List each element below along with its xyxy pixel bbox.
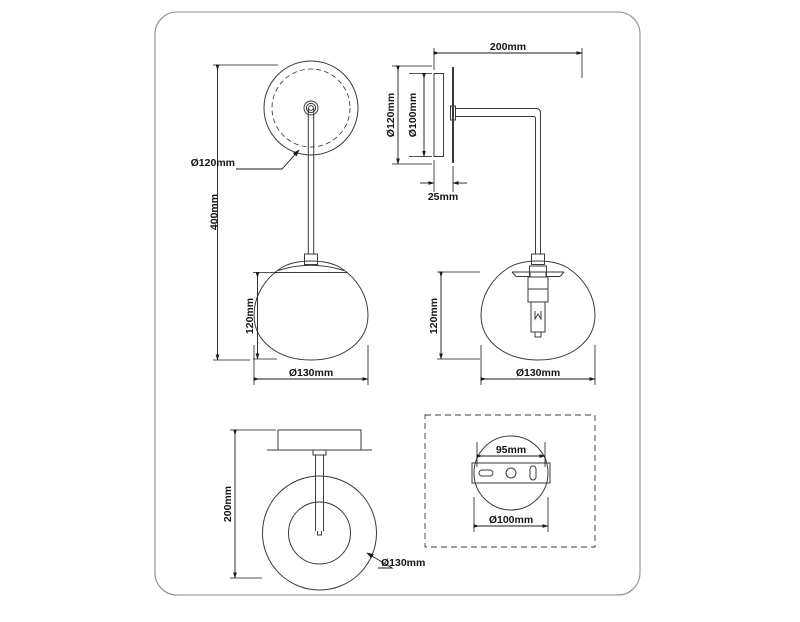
bracket-centre-hole: [505, 467, 517, 479]
dim-label-plate-depth: 25mm: [428, 191, 458, 203]
dim-label-plate-inner-dia: Ø100mm: [407, 93, 419, 137]
canopy-boss-outer: [303, 100, 319, 116]
leader-line-canopy-dia: [236, 149, 300, 170]
glass-shade-top-cap: [280, 260, 342, 269]
bulb-envelope: [530, 301, 546, 333]
front-elevation-view: 400mm Ø120mm 120mm Ø130mm: [191, 60, 369, 385]
leader-line-plan-dia: [366, 552, 394, 569]
detail-dashed-border: [424, 414, 596, 548]
plan-shade-outer-circle: [262, 475, 377, 591]
side-elevation-view: 200mm Ø120mm Ø100mm 25mm 120mm: [385, 41, 596, 385]
dim-label-overall-height: 400mm: [209, 194, 221, 230]
plan-shade-inner-circle: [288, 501, 351, 565]
dim-label-shade-dia-side: Ø130mm: [516, 367, 560, 379]
lamp-socket-body: [527, 276, 549, 303]
dim-label-shade-height: 120mm: [244, 298, 256, 334]
dim-label-canopy-dia: Ø120mm: [191, 157, 235, 169]
arm-elbow-inner: [533, 116, 536, 120]
shade-rim-upper: [277, 264, 345, 271]
canopy-boss-mid: [305, 102, 317, 114]
side-glass-shade-top-cap: [507, 260, 569, 269]
dim-label-plan-height: 200mm: [222, 486, 234, 522]
mounting-plate-circle: [473, 435, 549, 511]
bulb-base-tip: [534, 331, 542, 338]
dim-label-shade-dia: Ø130mm: [289, 367, 333, 379]
glass-shade-body: [253, 267, 369, 361]
fitter-plate-right-wing: [545, 271, 565, 277]
dim-label-screw-spacing: 95mm: [496, 444, 526, 456]
plan-canopy-box: [277, 429, 362, 451]
dim-label-plate-outer-dia: Ø120mm: [385, 93, 397, 137]
plan-view: 200mm Ø130mm: [222, 429, 425, 591]
dim-label-shade-height-side: 120mm: [428, 298, 440, 334]
lamp-holder-collar: [304, 253, 318, 265]
plan-canopy-boss: [312, 449, 327, 456]
side-lamp-holder-collar: [531, 253, 545, 265]
canopy-outer-circle: [263, 60, 359, 156]
wall-plate-body: [433, 73, 444, 157]
dim-label-plate-dia: Ø100mm: [489, 514, 533, 526]
rounded-frame: [154, 11, 641, 596]
dim-label-projection: 200mm: [490, 41, 526, 53]
arm-elbow-outer: [535, 108, 541, 114]
bracket-right-slot: [529, 465, 537, 481]
canopy-boss-inner: [308, 105, 314, 111]
bulb-filament: [534, 311, 542, 321]
plan-rod-tip: [317, 531, 322, 536]
canopy-dashed-circle: [271, 68, 351, 148]
mounting-plate-detail-view: 95mm Ø100mm: [424, 414, 596, 548]
dim-label-plan-dia: Ø130mm: [381, 557, 425, 569]
side-glass-shade-body: [480, 267, 596, 361]
arm-hub: [450, 105, 456, 121]
bracket-left-slot: [478, 469, 494, 477]
fitter-plate-left-wing: [511, 271, 531, 277]
mounting-bracket-strip: [471, 462, 551, 484]
